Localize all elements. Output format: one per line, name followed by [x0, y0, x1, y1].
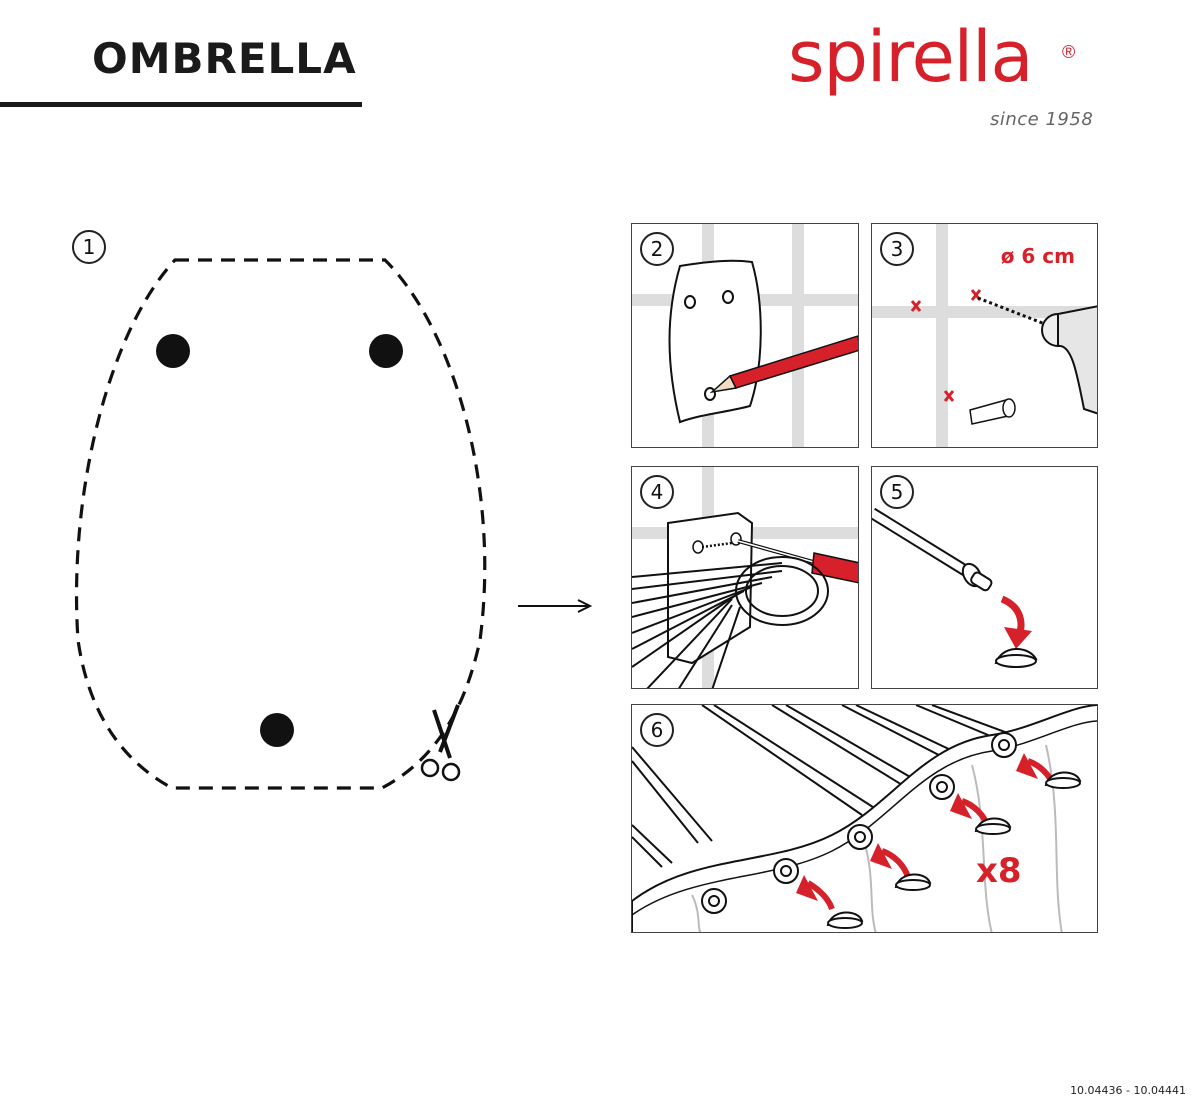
shower-rod-icon	[632, 556, 829, 688]
step-2-panel: 2	[631, 223, 859, 448]
wall-plug-icon	[969, 398, 1016, 425]
pencil-icon	[709, 335, 858, 394]
drill-distance-label: ø 6 cm	[1000, 244, 1075, 268]
step-4-number: 4	[640, 475, 674, 509]
title-underline	[0, 102, 362, 107]
template-hole-top-right	[369, 334, 403, 368]
brand-tagline: since 1958	[990, 109, 1094, 130]
step-6-number: 6	[640, 713, 674, 747]
template-hole-top-left	[156, 334, 190, 368]
step-3-panel: 3 ø 6 cm	[871, 223, 1098, 448]
screw-mount-icon	[632, 467, 858, 688]
step-4-panel: 4	[631, 466, 859, 689]
step-3-number: 3	[880, 232, 914, 266]
product-title: OMBRELLA	[92, 34, 357, 83]
step-2-number: 2	[640, 232, 674, 266]
cap-icon	[872, 507, 1038, 668]
quantity-label: x8	[976, 851, 1022, 891]
article-codes: 10.04436 - 10.04441	[1070, 1084, 1186, 1097]
step-6-panel: 6 x8	[631, 704, 1098, 933]
brand-logo: spirella	[788, 16, 1033, 98]
step-5-number: 5	[880, 475, 914, 509]
arrow-right-icon	[518, 599, 593, 613]
registered-mark: ®	[1062, 42, 1076, 62]
attach-curtain-icon	[632, 705, 1097, 932]
step-5-panel: 5	[871, 466, 1098, 689]
mark-holes-icon	[632, 224, 858, 447]
scissors-icon	[420, 704, 461, 782]
drill-icon	[872, 224, 1097, 447]
step-1-number: 1	[72, 230, 106, 264]
template-hole-bottom	[260, 713, 294, 747]
cut-template-icon	[74, 258, 487, 790]
